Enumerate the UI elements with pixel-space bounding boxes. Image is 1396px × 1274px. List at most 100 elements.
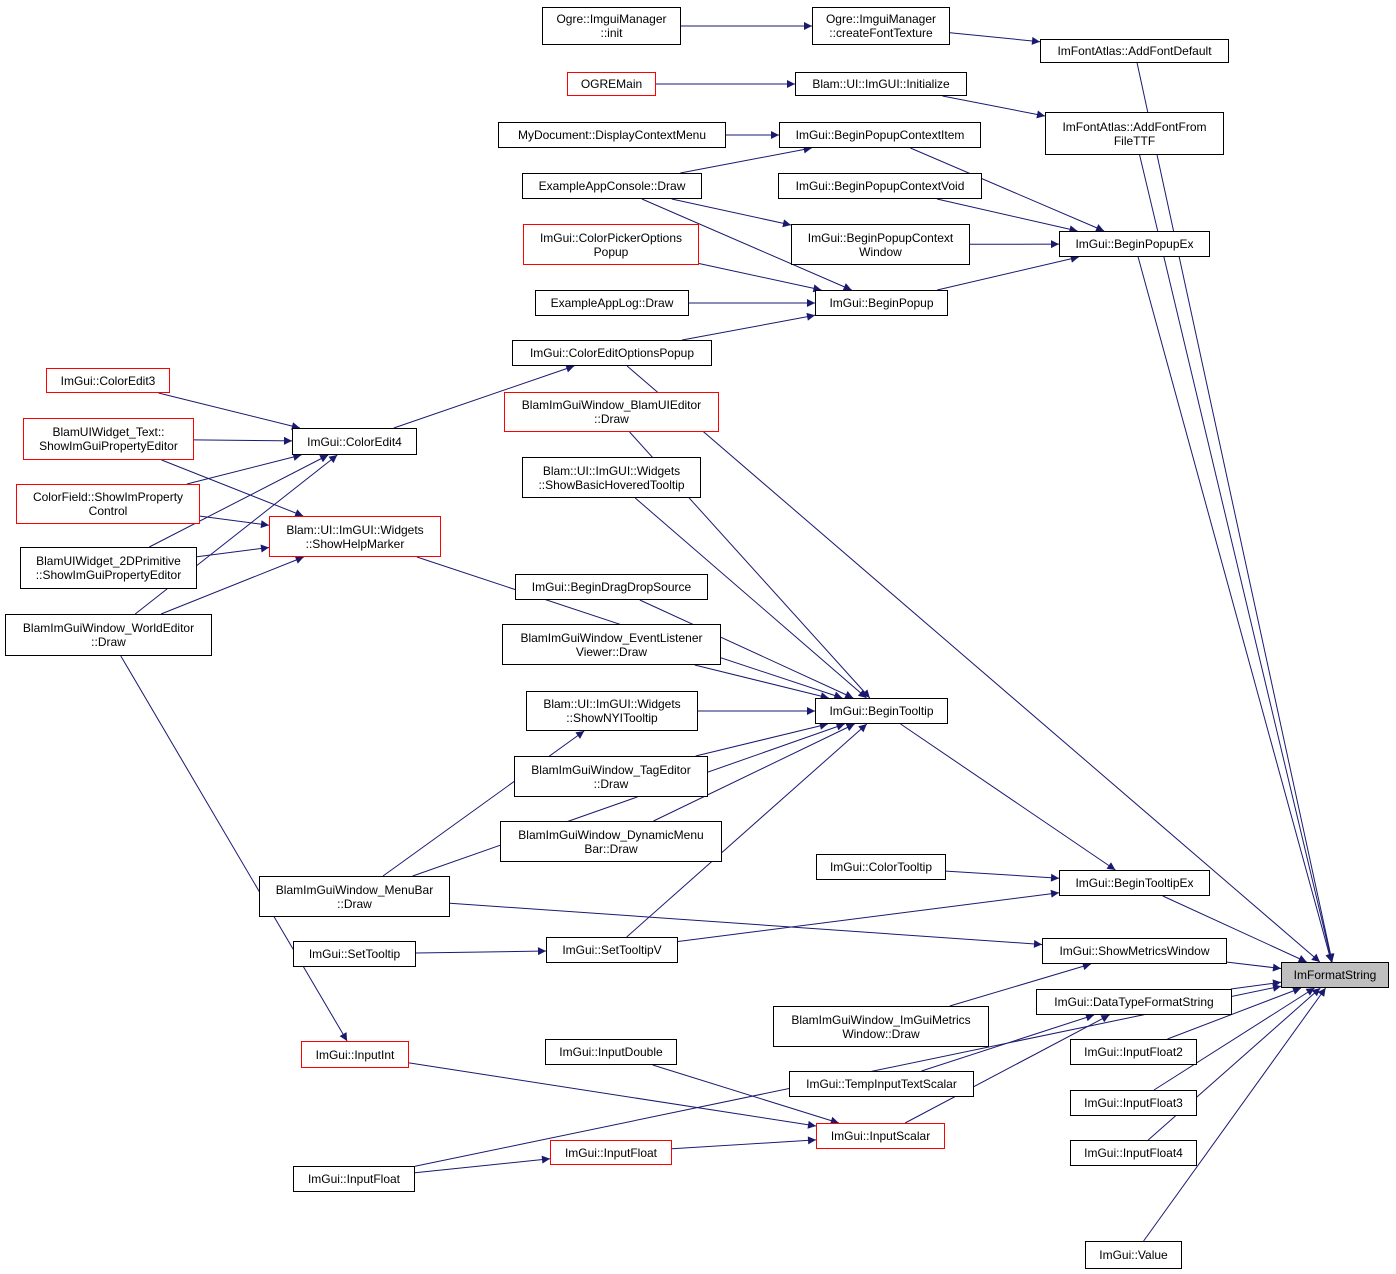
node-inputint[interactable]: ImGui::InputInt	[301, 1041, 409, 1068]
node-addfontdefault[interactable]: ImFontAtlas::AddFontDefault	[1040, 39, 1229, 63]
node-imguimetrics[interactable]: BlamImGuiWindow_ImGuiMetrics Window::Dra…	[773, 1006, 989, 1047]
node-beginpopupcontextvoid[interactable]: ImGui::BeginPopupContextVoid	[778, 173, 982, 199]
edge-settooltip-to-settooltipv	[415, 947, 547, 956]
node-coloreditoptions[interactable]: ImGui::ColorEditOptionsPopup	[512, 340, 712, 366]
node-begintooltip[interactable]: ImGui::BeginTooltip	[815, 698, 948, 724]
edge-beginpopupcontextvoid-to-beginpopupex	[936, 198, 1078, 234]
edge-begindragdropsource-to-begintooltip	[639, 599, 854, 699]
node-coloredit3[interactable]: ImGui::ColorEdit3	[46, 368, 170, 393]
node-beginpopup[interactable]: ImGui::BeginPopup	[815, 290, 948, 316]
node-mydocument[interactable]: MyDocument::DisplayContextMenu	[498, 122, 726, 148]
edge-beginpopup-to-beginpopupex	[937, 254, 1079, 291]
node-value[interactable]: ImGui::Value	[1085, 1241, 1182, 1269]
edge-addfontfromfilettf-to-imformatstring	[1139, 154, 1334, 963]
edge-settooltipv-to-begintooltipex	[677, 889, 1060, 942]
edge-value-to-imformatstring	[1143, 987, 1327, 1242]
edge-inputfloat3-to-imformatstring	[1153, 987, 1315, 1091]
node-inputfloat-black[interactable]: ImGui::InputFloat	[293, 1166, 415, 1192]
edge-imguimetrics-to-showmetricswindow	[949, 962, 1092, 1007]
node-colorpickeroptions[interactable]: ImGui::ColorPickerOptions Popup	[523, 224, 699, 265]
node-blam-initialize[interactable]: Blam::UI::ImGUI::Initialize	[795, 72, 967, 96]
node-exampleapplog[interactable]: ExampleAppLog::Draw	[535, 290, 689, 316]
edge-exampleappconsole-to-beginpopup	[641, 198, 852, 291]
node-ogre-createfont[interactable]: Ogre::ImguiManager ::createFontTexture	[812, 7, 950, 45]
edge-addfontdefault-to-imformatstring	[1136, 62, 1335, 963]
edge-inputscalar-to-datatypeformatstring	[904, 1014, 1110, 1124]
edge-blamuiwidget_2d-to-showhelpmarker	[196, 544, 270, 558]
edge-colorfield-to-showhelpmarker	[199, 515, 270, 529]
node-settooltip[interactable]: ImGui::SetTooltip	[293, 941, 416, 967]
edge-exampleappconsole-to-beginpopupcontextitem	[680, 145, 812, 174]
edge-beginpopupcontextitem-to-beginpopupex	[910, 147, 1105, 232]
node-beginpopupex[interactable]: ImGui::BeginPopupEx	[1059, 231, 1210, 257]
node-blamuiwidget-2d[interactable]: BlamUIWidget_2DPrimitive ::ShowImGuiProp…	[20, 547, 197, 589]
node-dynamicmenubar[interactable]: BlamImGuiWindow_DynamicMenu Bar::Draw	[500, 821, 722, 862]
node-datatypeformatstring[interactable]: ImGui::DataTypeFormatString	[1036, 989, 1232, 1015]
edge-worldeditor-to-showhelpmarker	[160, 556, 304, 615]
edge-showmetricswindow-to-imformatstring	[1226, 961, 1282, 972]
edge-begintooltip-to-begintooltipex	[900, 723, 1116, 871]
edge-begintooltipex-to-imformatstring	[1162, 895, 1307, 963]
node-beginpopupcontextwindow[interactable]: ImGui::BeginPopupContext Window	[791, 224, 970, 265]
edge-datatypeformatstring-to-imformatstring	[1230, 979, 1282, 990]
edge-inputdouble-to-inputscalar	[652, 1064, 839, 1125]
edge-coloreditoptions-to-beginpopup	[682, 312, 816, 341]
edge-inputfloat2-to-imformatstring	[1167, 987, 1302, 1040]
edge-menubar-to-showmetricswindow	[449, 902, 1043, 948]
edge-inputint-to-inputscalar	[408, 1062, 817, 1129]
edge-blamuiwidget_2d-to-coloredit4	[149, 454, 329, 548]
node-beginpopupcontextitem[interactable]: ImGui::BeginPopupContextItem	[779, 122, 981, 148]
node-blamuiwidget-text[interactable]: BlamUIWidget_Text:: ShowImGuiPropertyEdi…	[23, 418, 194, 460]
node-worldeditor[interactable]: BlamImGuiWindow_WorldEditor ::Draw	[5, 614, 212, 656]
edge-coloredit4-to-coloreditoptions	[393, 364, 575, 429]
node-coloredit4[interactable]: ImGui::ColorEdit4	[292, 428, 417, 455]
edge-blamuiwidget_text-to-showhelpmarker	[161, 459, 304, 517]
edge-inputfloat_black-to-inputfloat_red	[414, 1155, 551, 1174]
node-shownyitooltip[interactable]: Blam::UI::ImGUI::Widgets ::ShowNYIToolti…	[526, 691, 698, 731]
edge-coloredit3-to-coloredit4	[158, 392, 301, 430]
edge-showbasichovered-to-begintooltip	[634, 497, 867, 699]
node-colorfield[interactable]: ColorField::ShowImProperty Control	[16, 484, 200, 524]
node-colortooltip[interactable]: ImGui::ColorTooltip	[816, 854, 946, 880]
node-tempinputtextscalar[interactable]: ImGui::TempInputTextScalar	[789, 1071, 974, 1097]
edge-settooltipv-to-begintooltip	[626, 723, 868, 938]
edge-menubar-to-begintooltip	[412, 722, 845, 877]
node-blamuieditor[interactable]: BlamImGuiWindow_BlamUIEditor ::Draw	[504, 392, 719, 432]
edge-beginpopupex-to-imformatstring	[1137, 256, 1334, 963]
node-inputdouble[interactable]: ImGui::InputDouble	[545, 1039, 677, 1065]
edge-exampleappconsole-to-beginpopupcontextwindow	[671, 198, 792, 228]
node-inputscalar[interactable]: ImGui::InputScalar	[816, 1123, 945, 1149]
edge-inputfloat_red-to-inputscalar	[671, 1136, 817, 1150]
edge-blamuiwidget_text-to-coloredit4	[193, 436, 293, 445]
edge-menubar-to-shownyitooltip	[382, 730, 585, 877]
node-ogremain[interactable]: OGREMain	[567, 72, 656, 96]
node-showhelpmarker[interactable]: Blam::UI::ImGUI::Widgets ::ShowHelpMarke…	[269, 516, 441, 557]
edge-blam_initialize-to-addfontfromfilettf	[942, 95, 1046, 119]
edge-coloreditoptions-to-imformatstring	[626, 365, 1321, 963]
node-inputfloat-red[interactable]: ImGui::InputFloat	[550, 1140, 672, 1165]
node-begintooltipex[interactable]: ImGui::BeginTooltipEx	[1059, 870, 1210, 896]
node-imformatstring: ImFormatString	[1281, 962, 1389, 988]
edge-tageditor-to-begintooltip	[695, 721, 828, 757]
node-exampleappconsole[interactable]: ExampleAppConsole::Draw	[522, 173, 702, 199]
node-addfontfromfilettf[interactable]: ImFontAtlas::AddFontFrom FileTTF	[1045, 112, 1224, 155]
node-ogre-init[interactable]: Ogre::ImguiManager ::init	[542, 7, 681, 45]
edge-colorfield-to-coloredit4	[186, 453, 302, 485]
edge-ogre_createfont-to-addfontdefault	[949, 32, 1041, 45]
node-inputfloat4[interactable]: ImGui::InputFloat4	[1070, 1140, 1197, 1166]
edge-eventlistener-to-begintooltip	[694, 664, 829, 700]
node-inputfloat3[interactable]: ImGui::InputFloat3	[1070, 1090, 1197, 1116]
edge-colortooltip-to-begintooltipex	[945, 870, 1060, 882]
node-showmetricswindow[interactable]: ImGui::ShowMetricsWindow	[1042, 938, 1227, 964]
node-eventlistener[interactable]: BlamImGuiWindow_EventListener Viewer::Dr…	[502, 624, 721, 665]
node-inputfloat2[interactable]: ImGui::InputFloat2	[1070, 1039, 1197, 1065]
node-showbasichovered[interactable]: Blam::UI::ImGUI::Widgets ::ShowBasicHove…	[522, 457, 701, 498]
node-begindragdropsource[interactable]: ImGui::BeginDragDropSource	[515, 574, 708, 600]
node-tageditor[interactable]: BlamImGuiWindow_TagEditor ::Draw	[514, 756, 708, 797]
edge-colorpickeroptions-to-beginpopup	[698, 263, 822, 293]
node-menubar[interactable]: BlamImGuiWindow_MenuBar ::Draw	[259, 876, 450, 917]
node-settooltipv[interactable]: ImGui::SetTooltipV	[546, 937, 678, 963]
edge-dynamicmenubar-to-begintooltip	[653, 723, 855, 822]
